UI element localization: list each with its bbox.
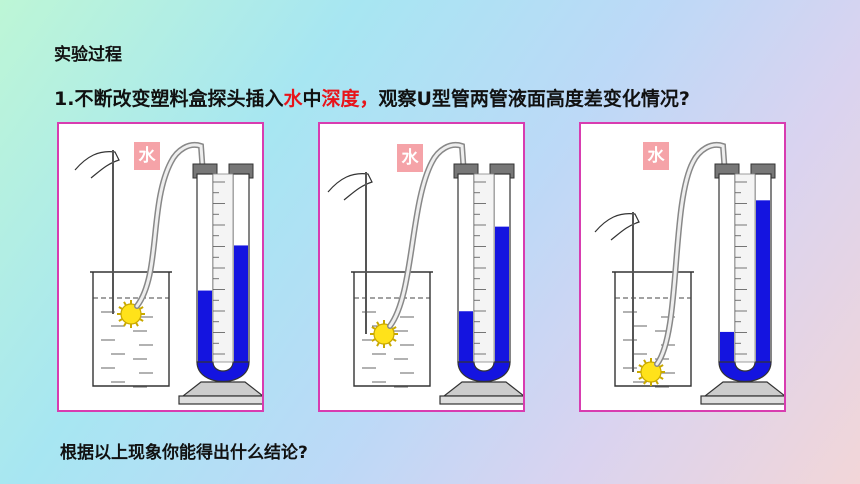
stand-foot xyxy=(439,395,523,405)
rubber-tube-inner xyxy=(388,143,466,328)
stand-base xyxy=(703,381,784,397)
hand-outline xyxy=(327,173,373,201)
right-liquid-column xyxy=(234,245,248,362)
probe-face xyxy=(640,361,662,383)
rubber-tube-inner xyxy=(655,143,727,366)
water-badge: 水 xyxy=(643,142,669,170)
beaker-outline xyxy=(353,272,431,387)
experiment-panel-1: 水 xyxy=(57,122,264,412)
stand-base xyxy=(442,381,523,397)
stand-foot xyxy=(178,395,262,405)
water-badge: 水 xyxy=(134,142,160,170)
right-liquid-column xyxy=(756,200,770,362)
probe-face xyxy=(373,323,395,345)
experiment-panel-3: 水 xyxy=(579,122,786,412)
experiment-illustration-2 xyxy=(327,142,523,405)
section-title: 实验过程 xyxy=(54,45,122,65)
question-prefix: 1.不断改变塑料盒探头插入 xyxy=(54,88,284,110)
question-water-word: 水 xyxy=(283,88,303,110)
hand-outline xyxy=(594,213,640,241)
u-bend xyxy=(718,361,772,382)
beaker-outline xyxy=(614,272,692,387)
stand-base xyxy=(181,381,262,397)
left-liquid-column xyxy=(459,311,473,362)
experiment-question: 1.不断改变塑料盒探头插入水中深度，观察U型管两管液面高度差变化情况? xyxy=(54,84,690,111)
question-suffix: 观察U型管两管液面高度差变化情况? xyxy=(378,88,690,110)
u-bend xyxy=(196,361,250,382)
u-bend xyxy=(457,361,511,382)
experiment-panel-2: 水 xyxy=(318,122,525,412)
left-liquid-column xyxy=(198,290,212,362)
stand-foot xyxy=(700,395,784,405)
question-depth-word: 深度， xyxy=(321,88,379,110)
right-liquid-column xyxy=(495,226,509,362)
water-badge: 水 xyxy=(397,144,423,172)
question-middle: 中 xyxy=(302,88,322,110)
conclusion-question: 根据以上现象你能得出什么结论? xyxy=(60,443,308,463)
left-liquid-column xyxy=(720,331,734,362)
probe-face xyxy=(120,303,142,325)
experiment-illustration-3 xyxy=(594,142,784,405)
rubber-tube-inner xyxy=(135,143,205,308)
experiment-illustration-1 xyxy=(74,142,262,405)
beaker-outline xyxy=(92,272,170,387)
hand-outline xyxy=(74,151,120,179)
